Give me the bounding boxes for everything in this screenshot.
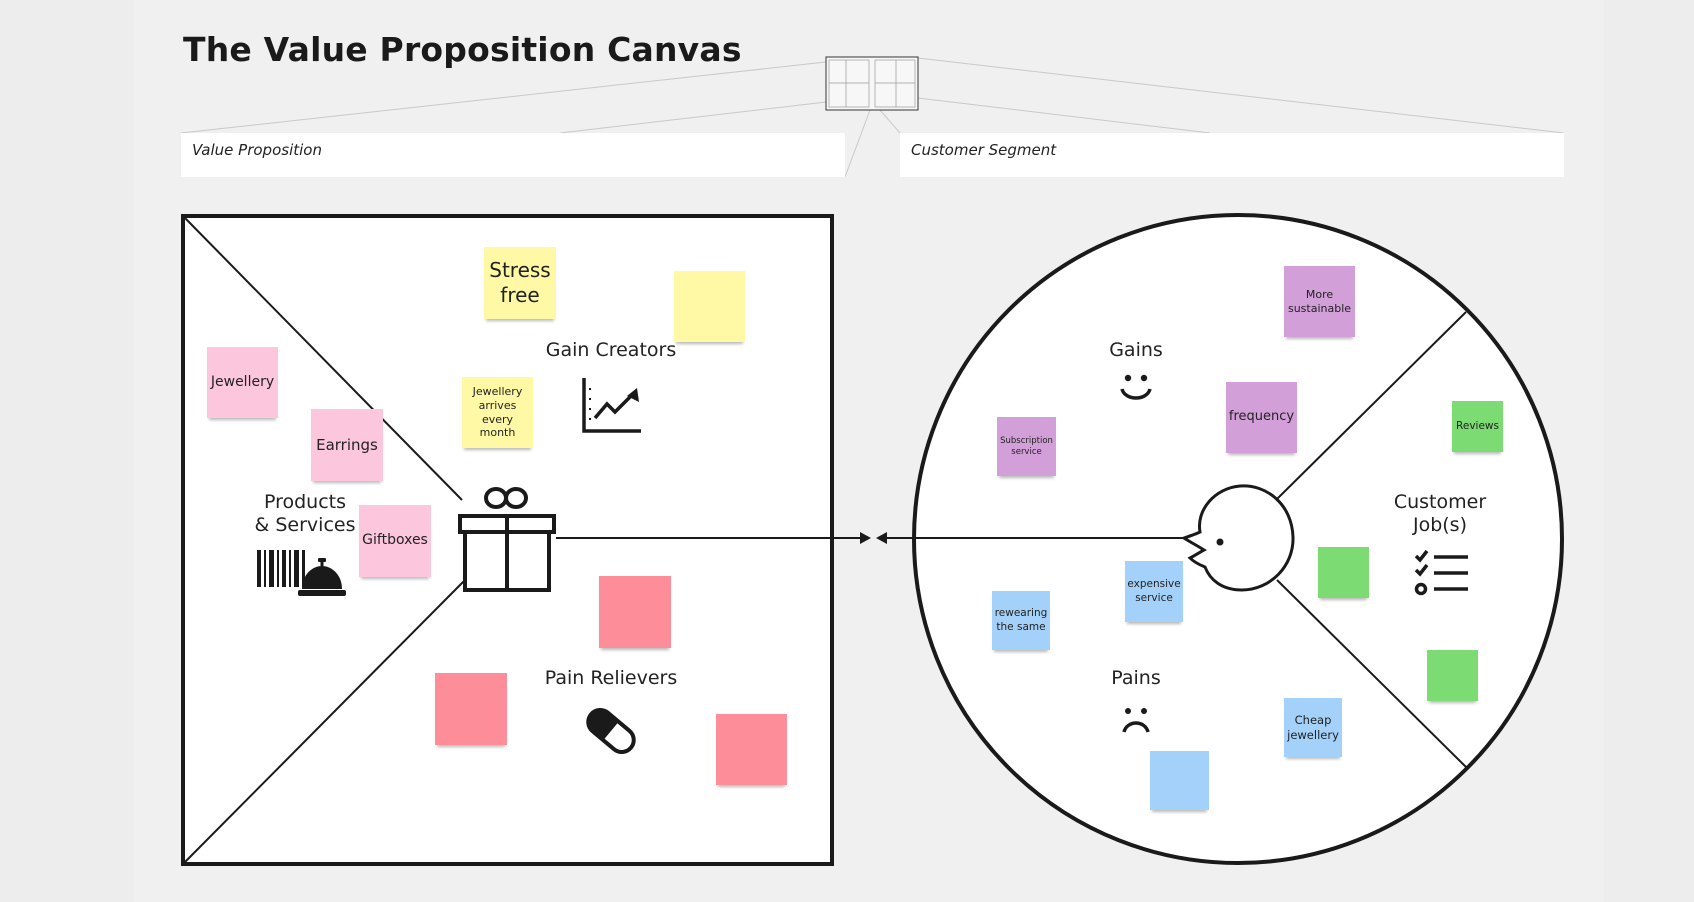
- pains-label: Pains: [1111, 667, 1161, 689]
- face-icon: [1180, 484, 1295, 592]
- gift-icon: [458, 487, 556, 592]
- jobs-label-line2: Job(s): [1412, 514, 1467, 536]
- sticky-jewellery[interactable]: Jewellery: [207, 347, 278, 418]
- page-title: The Value Proposition Canvas: [183, 30, 742, 69]
- sticky-frequency[interactable]: frequency: [1226, 382, 1297, 453]
- gains-label: Gains: [1109, 339, 1163, 361]
- sticky-expensive-service[interactable]: expensive service: [1125, 561, 1183, 622]
- smile-icon: [1120, 374, 1152, 400]
- sticky-more-sustainable[interactable]: More sustainable: [1284, 266, 1355, 337]
- sticky-blank-red-2[interactable]: [435, 673, 507, 745]
- service-bell-icon: [298, 558, 346, 596]
- right-margin: [1604, 0, 1694, 902]
- sticky-blank-yellow[interactable]: [674, 271, 745, 342]
- sticky-blank-green-1[interactable]: [1318, 547, 1369, 598]
- value-proposition-field[interactable]: Value Proposition: [181, 133, 845, 177]
- barcode-icon: [257, 550, 305, 587]
- minimap-thumbnail[interactable]: [825, 56, 919, 111]
- value-proposition-label: Value Proposition: [192, 141, 322, 159]
- left-margin: [0, 0, 134, 902]
- products-label-line1: Products: [263, 491, 347, 513]
- gain-creators-label: Gain Creators: [545, 339, 677, 361]
- checklist-icon: [1414, 549, 1468, 596]
- frown-icon: [1122, 708, 1150, 733]
- pain-relievers-label: Pain Relievers: [544, 667, 678, 689]
- chart-up-icon: [582, 378, 641, 433]
- fit-arrows: [556, 532, 1184, 544]
- sticky-cheap-jewellery[interactable]: Cheap jewellery: [1284, 698, 1342, 757]
- products-label-line2: & Services: [254, 514, 356, 536]
- fan-lines: [180, 57, 1565, 178]
- sticky-subscription-service[interactable]: Subscription service: [997, 417, 1056, 476]
- customer-segment-field[interactable]: Customer Segment: [900, 133, 1564, 177]
- sticky-jewellery-monthly[interactable]: Jewellery arrives every month: [462, 377, 533, 448]
- sticky-blank-red-3[interactable]: [716, 714, 787, 785]
- sticky-stress-free[interactable]: Stress free: [484, 247, 556, 319]
- customer-segment-label: Customer Segment: [911, 141, 1057, 159]
- products-services-label: Products & Services: [243, 491, 367, 537]
- sticky-blank-green-2[interactable]: [1427, 650, 1478, 701]
- sticky-rewearing[interactable]: rewearing the same: [992, 591, 1050, 650]
- sticky-blank-blue[interactable]: [1150, 751, 1209, 810]
- sticky-giftboxes[interactable]: Giftboxes: [359, 505, 431, 577]
- sticky-blank-red-1[interactable]: [599, 576, 671, 648]
- sticky-earrings[interactable]: Earrings: [311, 409, 383, 481]
- customer-jobs-label: Customer Job(s): [1380, 491, 1500, 537]
- jobs-label-line1: Customer: [1393, 491, 1487, 513]
- pill-icon: [586, 708, 636, 754]
- sticky-reviews[interactable]: Reviews: [1452, 401, 1503, 452]
